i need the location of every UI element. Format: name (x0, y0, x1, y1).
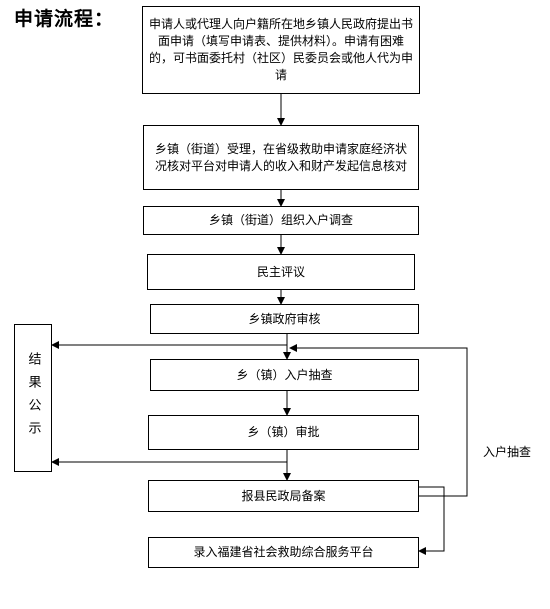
page-title: 申请流程： (14, 8, 115, 30)
step-approve: 乡（镇）审批 (148, 415, 419, 450)
step-survey: 乡镇（街道）组织入户调查 (143, 206, 419, 235)
step-review-text: 民主评议 (256, 264, 305, 279)
step-spot-check-text: 乡（镇）入户抽查 (236, 367, 333, 382)
step-review: 民主评议 (147, 254, 415, 290)
step-approve-text: 乡（镇）审批 (247, 425, 320, 439)
step-audit: 乡镇政府审核 (150, 304, 419, 334)
step-apply-text: 申请人或代理人向户籍所在地乡镇人民政府提出书面申请（填写申请表、提供材料）。申请… (149, 17, 414, 82)
step-audit-text: 乡镇政府审核 (248, 311, 321, 326)
step-record-text: 报县民政局备案 (241, 488, 326, 503)
arrow-spot-check-loop (289, 344, 468, 497)
step-record: 报县民政局备案 (148, 480, 419, 512)
arrow-to-platform (418, 486, 445, 555)
step-platform: 录入福建省社会救助综合服务平台 (148, 537, 419, 568)
step-survey-text: 乡镇（街道）组织入户调查 (208, 213, 353, 227)
spot-check-side-label: 入户抽查 (483, 445, 532, 459)
step-spot-check: 乡（镇）入户抽查 (150, 359, 419, 391)
step-accept: 乡镇（街道）受理，在省级救助申请家庭经济状况核对平台对申请人的收入和财产发起信息… (143, 125, 419, 190)
step-accept-text: 乡镇（街道）受理，在省级救助申请家庭经济状况核对平台对申请人的收入和财产发起信息… (154, 141, 407, 173)
step-platform-text: 录入福建省社会救助综合服务平台 (193, 545, 374, 559)
result-publicity-text: 结果公示 (25, 352, 41, 444)
result-publicity-box: 结果公示 (14, 324, 52, 472)
step-apply: 申请人或代理人向户籍所在地乡镇人民政府提出书面申请（填写申请表、提供材料）。申请… (142, 6, 420, 94)
